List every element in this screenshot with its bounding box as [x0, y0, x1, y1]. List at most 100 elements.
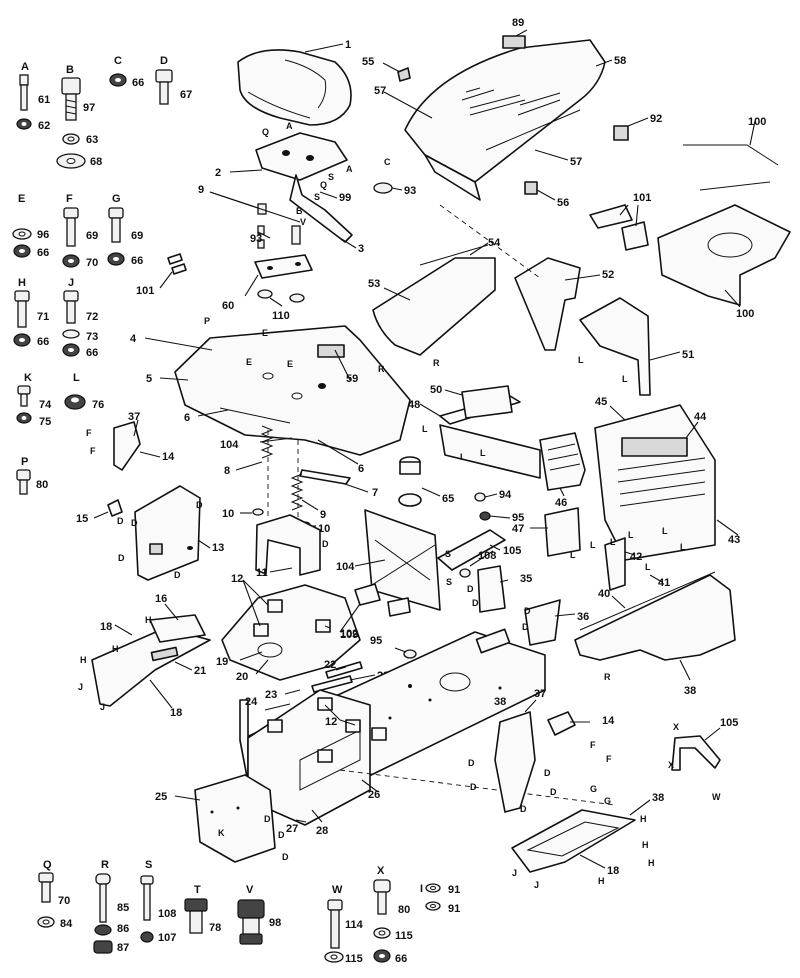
seat-spring-parts: 9 93 60 110 101	[136, 184, 313, 322]
svg-text:66: 66	[37, 336, 49, 348]
svg-text:V: V	[246, 884, 254, 896]
svg-text:J: J	[512, 868, 517, 878]
svg-text:R: R	[433, 358, 440, 368]
svg-text:41: 41	[658, 577, 670, 589]
svg-text:52: 52	[602, 269, 614, 281]
battery-box: 100 100 101	[589, 116, 791, 320]
svg-text:D: D	[282, 852, 289, 862]
right-footrest: 38 18 H H H H J J	[511, 792, 664, 890]
svg-text:P: P	[21, 456, 28, 468]
hardware-t: T 78	[184, 884, 221, 934]
hardware-91: I 91 91	[420, 883, 460, 915]
svg-text:37: 37	[534, 688, 546, 700]
svg-text:L: L	[645, 562, 651, 572]
svg-text:47: 47	[512, 523, 524, 535]
svg-text:L: L	[422, 424, 428, 434]
svg-text:100: 100	[748, 116, 766, 128]
rear-right-brackets: 14 38 37 D D D D D F F G G	[468, 688, 615, 814]
svg-text:18: 18	[170, 707, 182, 719]
svg-text:28: 28	[316, 825, 328, 837]
svg-text:H: H	[80, 655, 87, 665]
svg-text:105: 105	[720, 717, 738, 729]
svg-text:44: 44	[694, 411, 707, 423]
front-bracket: 25 K D D D	[155, 774, 289, 863]
hardware-w: W 114 115	[324, 884, 364, 965]
svg-text:62: 62	[38, 120, 50, 132]
svg-text:102: 102	[340, 628, 358, 640]
svg-text:85: 85	[117, 902, 129, 914]
svg-text:9: 9	[198, 184, 204, 196]
svg-text:51: 51	[682, 349, 694, 361]
svg-text:66: 66	[86, 347, 98, 359]
rear-fender: 45 44 43 46 48 50 L L L	[408, 384, 740, 561]
svg-text:54: 54	[488, 237, 501, 249]
svg-text:97: 97	[83, 102, 95, 114]
svg-text:D: D	[131, 518, 138, 528]
svg-text:H: H	[598, 876, 605, 886]
hardware-e: E 96 66	[12, 193, 49, 259]
svg-text:46: 46	[555, 497, 567, 509]
svg-text:D: D	[544, 768, 551, 778]
center-plate: 12 102 19 20 22 29 23	[216, 573, 389, 701]
hardware-q: Q 70 84	[37, 859, 73, 930]
svg-text:55: 55	[362, 56, 374, 68]
svg-text:66: 66	[131, 255, 143, 267]
hardware-s: S 108 107	[140, 859, 176, 944]
svg-text:40: 40	[598, 588, 610, 600]
svg-text:65: 65	[442, 493, 454, 505]
svg-text:S: S	[328, 172, 334, 182]
svg-text:W: W	[712, 792, 721, 802]
svg-text:115: 115	[395, 930, 413, 942]
svg-text:H: H	[642, 840, 649, 850]
hardware-f: F 69 70	[62, 193, 98, 269]
svg-text:D: D	[524, 606, 531, 616]
svg-text:12: 12	[231, 573, 243, 585]
hardware-key: A 61 62 B 97 63 68 C 66	[12, 55, 192, 495]
svg-text:D: D	[278, 830, 285, 840]
svg-text:101: 101	[136, 285, 154, 297]
svg-text:R: R	[604, 672, 611, 682]
svg-text:27: 27	[286, 823, 298, 835]
left-footrest: 18 16 21 18 H H H J J	[78, 593, 211, 719]
svg-text:D: D	[160, 55, 168, 67]
svg-text:F: F	[90, 446, 96, 456]
label-1: 1	[345, 39, 351, 51]
svg-text:7: 7	[372, 487, 378, 499]
svg-text:98: 98	[269, 917, 281, 929]
svg-text:D: D	[117, 516, 124, 526]
svg-text:S: S	[445, 549, 451, 559]
svg-text:18: 18	[607, 865, 619, 877]
svg-text:F: F	[66, 193, 73, 205]
svg-text:C: C	[384, 157, 391, 167]
svg-text:Q: Q	[43, 859, 52, 871]
svg-text:60: 60	[222, 300, 234, 312]
svg-text:8: 8	[224, 465, 230, 477]
svg-text:24: 24	[245, 696, 258, 708]
svg-text:93: 93	[250, 233, 262, 245]
svg-text:92: 92	[650, 113, 662, 125]
svg-text:48: 48	[408, 399, 420, 411]
svg-text:D: D	[467, 584, 474, 594]
svg-text:A: A	[21, 61, 29, 73]
svg-text:18: 18	[100, 621, 112, 633]
clip-113: 105 X X W	[668, 717, 738, 802]
svg-text:87: 87	[117, 942, 129, 954]
svg-text:70: 70	[58, 895, 70, 907]
svg-text:K: K	[24, 372, 32, 384]
svg-text:4: 4	[130, 333, 137, 345]
svg-text:96: 96	[37, 229, 49, 241]
fuel-tank-and-cap: 65 7 94 95	[299, 456, 524, 524]
svg-text:A: A	[346, 164, 353, 174]
svg-text:Q: Q	[320, 180, 327, 190]
svg-text:104: 104	[336, 561, 355, 573]
svg-text:56: 56	[557, 197, 569, 209]
svg-text:J: J	[78, 682, 83, 692]
svg-text:78: 78	[209, 922, 221, 934]
svg-text:36: 36	[577, 611, 589, 623]
svg-text:L: L	[628, 530, 634, 540]
svg-text:13: 13	[212, 542, 224, 554]
hardware-g: G 69 66	[107, 193, 143, 267]
svg-text:L: L	[73, 372, 80, 384]
svg-text:D: D	[550, 787, 557, 797]
svg-text:T: T	[194, 884, 201, 896]
